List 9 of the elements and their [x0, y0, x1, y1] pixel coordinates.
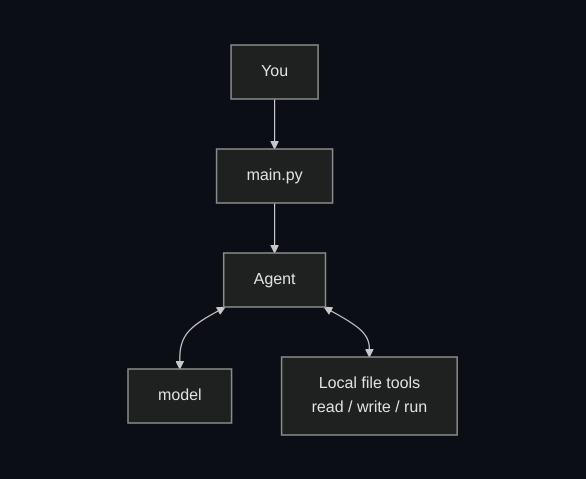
arrow	[324, 306, 374, 357]
arrow	[176, 306, 226, 369]
node-box: Agent	[223, 252, 327, 308]
arrow	[270, 98, 280, 149]
node-box: main.py	[216, 148, 334, 204]
node-box: Local file tools read / write / run	[281, 356, 458, 436]
node-box: You	[230, 44, 320, 100]
node-box: model	[128, 368, 233, 424]
arrow	[270, 202, 280, 253]
